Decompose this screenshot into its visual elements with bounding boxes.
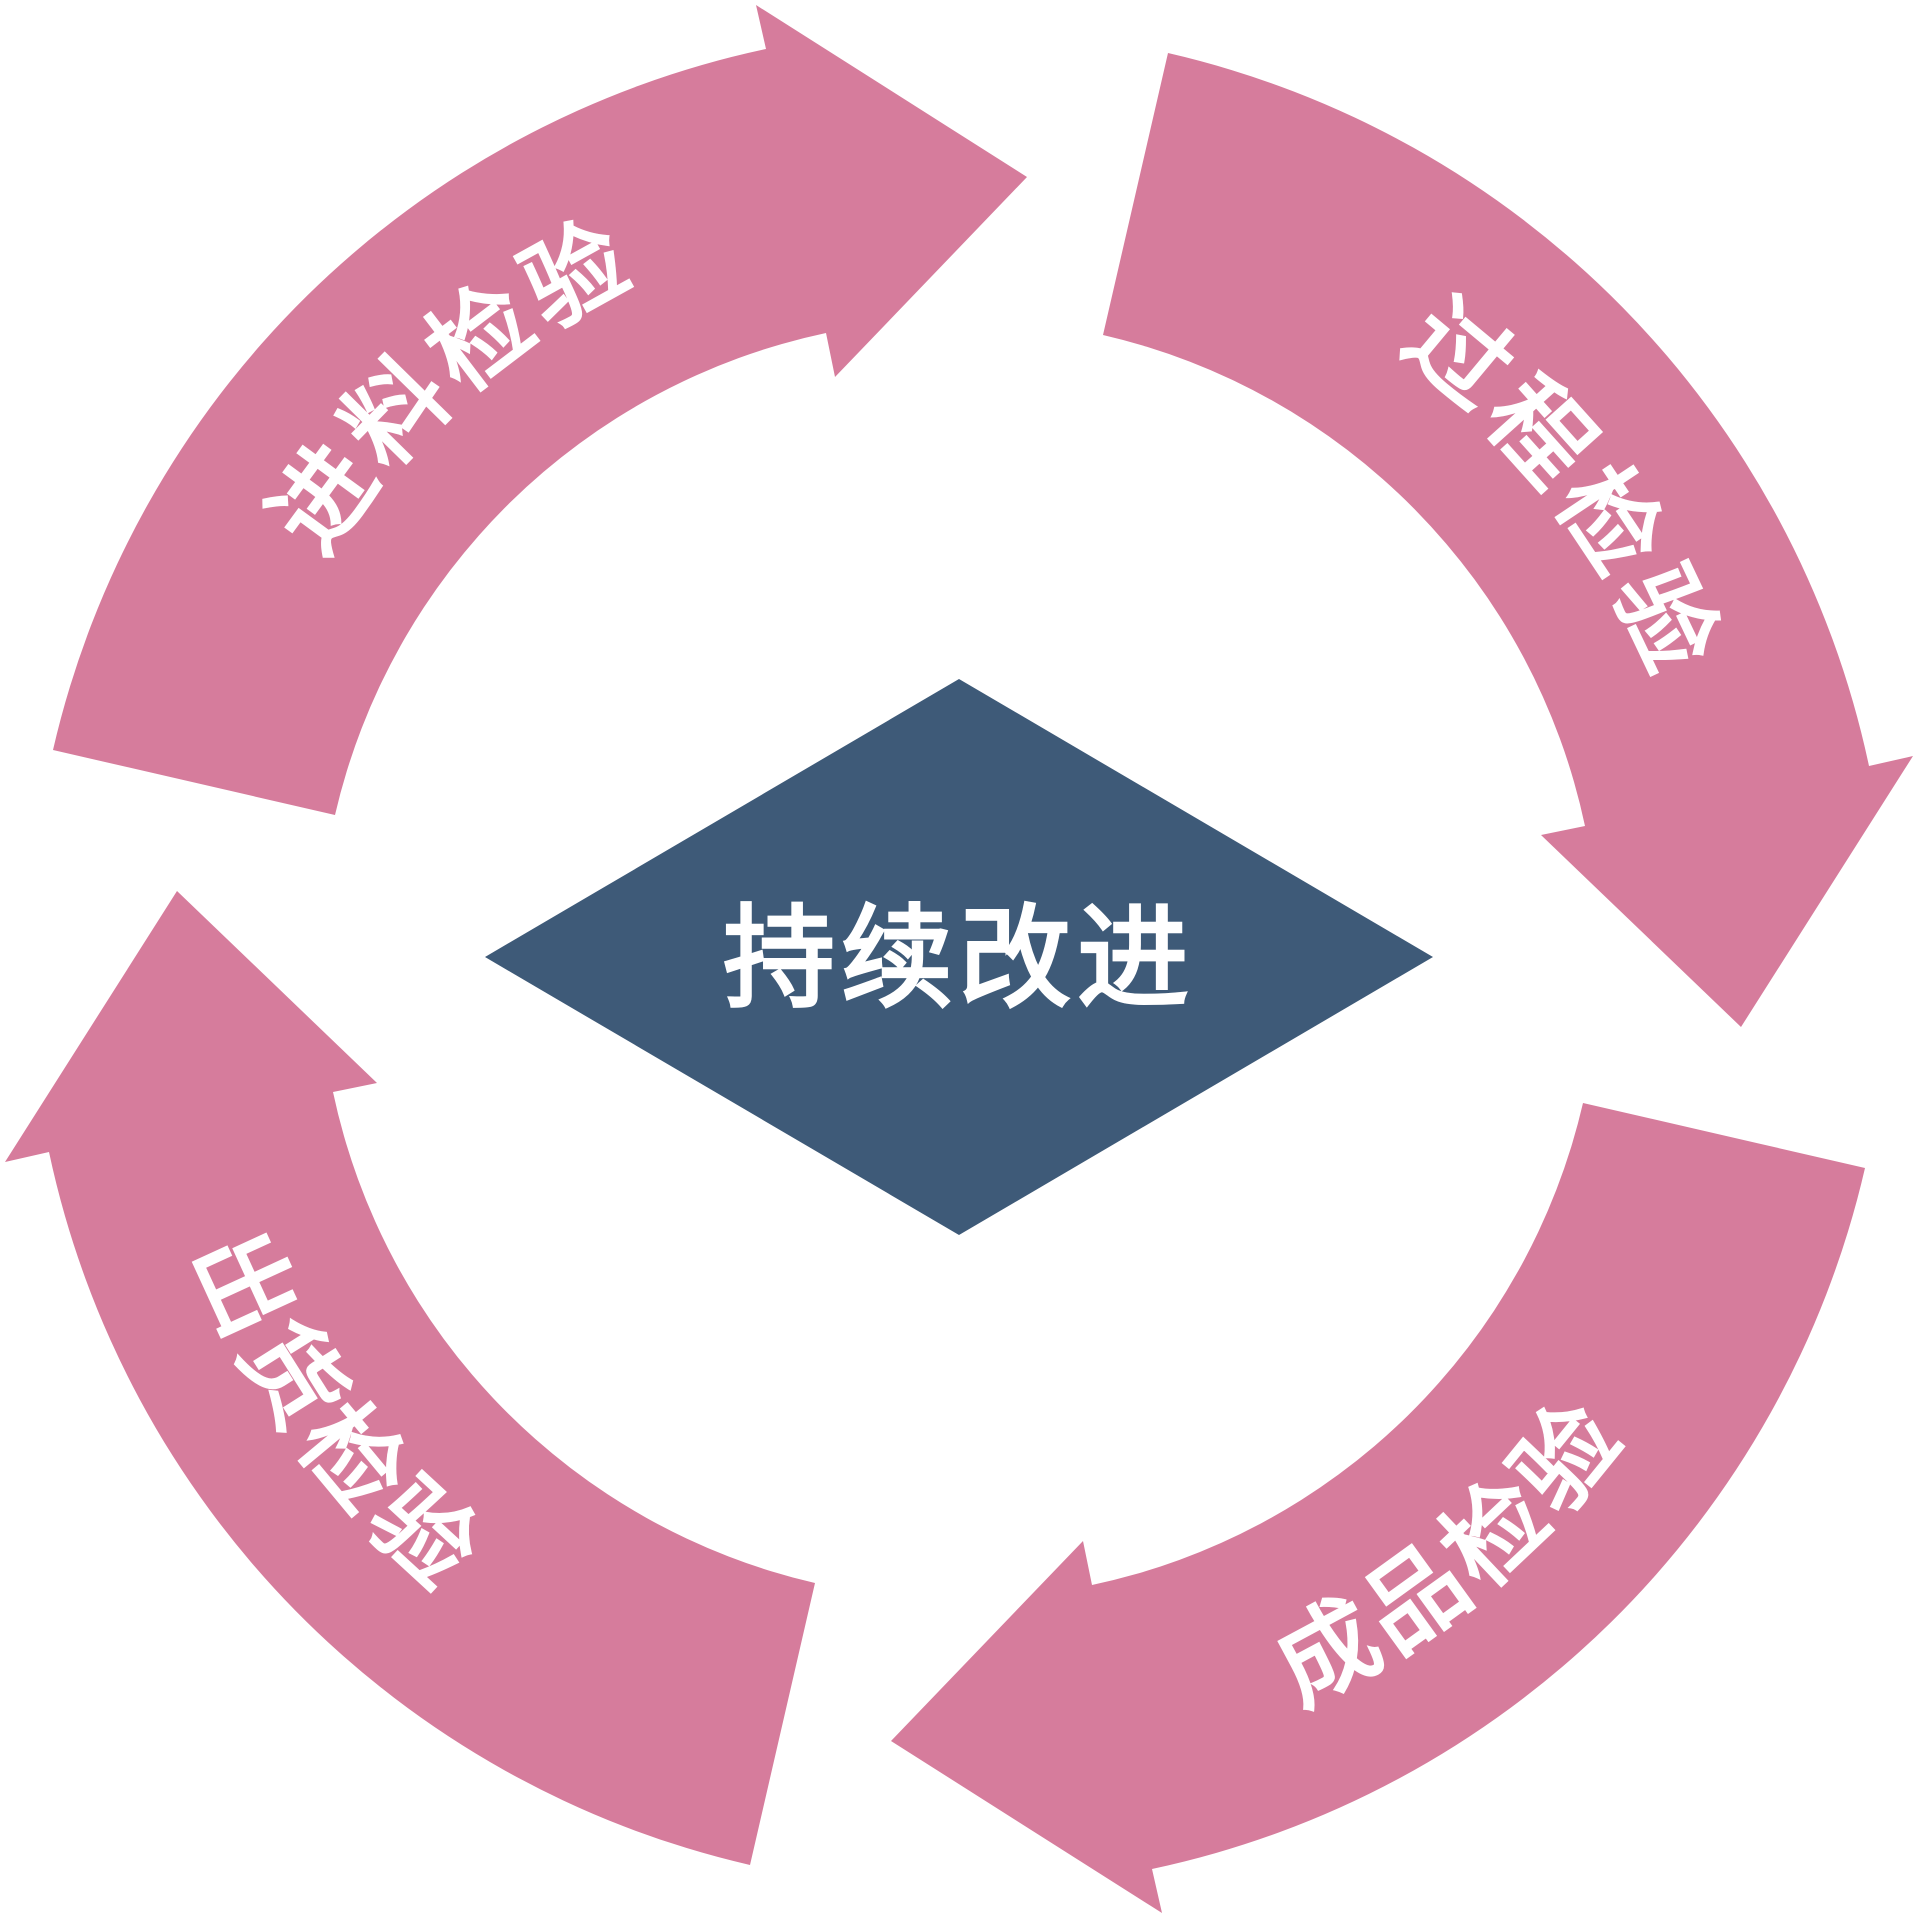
center-diamond: [485, 679, 1433, 1235]
cycle-arrow-bottom-right: [891, 1103, 1865, 1913]
center-label: 持续改进: [723, 894, 1195, 1024]
cycle-arrow-top-left: [53, 5, 1027, 815]
